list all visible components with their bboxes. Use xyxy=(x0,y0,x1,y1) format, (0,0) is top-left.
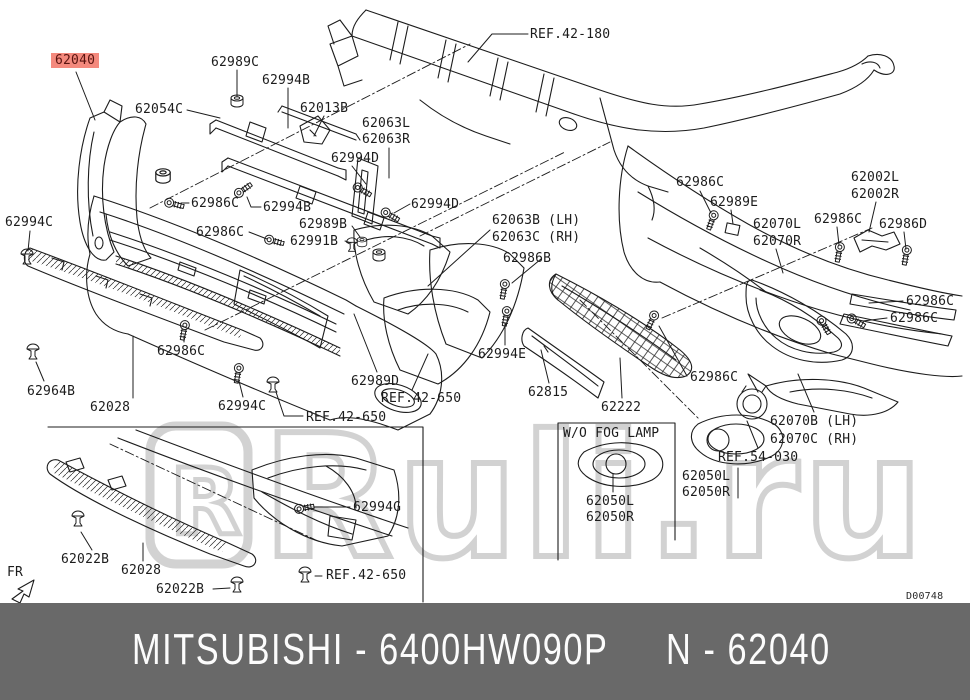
part-label: 62070R xyxy=(753,234,802,249)
part-label: 62986C xyxy=(906,294,955,309)
part-label: 62994G xyxy=(353,500,402,515)
fr-direction-arrow xyxy=(11,579,35,604)
part-label: 62994D xyxy=(411,197,460,212)
part-label: 62986C xyxy=(890,311,939,326)
footer-part-title: MITSUBISHI - 6400HW090P xyxy=(132,625,609,674)
footer-part-number: N - 62040 xyxy=(666,625,831,674)
part-label: 62994B xyxy=(263,200,312,215)
part-label: W/O FOG LAMP xyxy=(563,426,660,441)
part-label: 62986C xyxy=(157,344,206,359)
part-label: 62989E xyxy=(710,195,759,210)
leader-lines xyxy=(27,33,907,590)
part-label: 62991B xyxy=(290,234,339,249)
front-bumper-face xyxy=(86,195,443,431)
part-label: FR xyxy=(7,565,24,580)
part-label: 62964B xyxy=(27,384,76,399)
part-label: 62222 xyxy=(601,400,642,415)
right-bumper-corner xyxy=(618,145,963,420)
fog-bezel-with-lamp xyxy=(690,414,784,465)
part-label: 62994C xyxy=(5,215,54,230)
part-label: 62002L xyxy=(851,170,900,185)
wo-fog-lamp-box xyxy=(557,422,676,561)
part-label: 62986D xyxy=(879,217,928,232)
part-label: 62022B xyxy=(61,552,110,567)
part-label: 62986C xyxy=(676,175,725,190)
part-label: 62050L xyxy=(682,469,731,484)
fasteners xyxy=(20,94,913,593)
part-label: D00748 xyxy=(906,591,944,602)
part-label: 62994B xyxy=(262,73,311,88)
part-label: 62986C xyxy=(814,212,863,227)
part-label: REF.42-180 xyxy=(530,27,611,42)
part-label: 62986C xyxy=(196,225,245,240)
part-label: 62002R xyxy=(851,187,900,202)
part-label: 62063R xyxy=(362,132,411,147)
center-grille xyxy=(548,273,693,379)
part-label: 62994D xyxy=(331,151,380,166)
part-label: 62050R xyxy=(682,485,731,500)
part-label: 62815 xyxy=(528,385,569,400)
radiator-support xyxy=(327,9,895,221)
watermark-logo: R Ruli.ru xyxy=(145,396,928,600)
part-label: 62028 xyxy=(90,400,131,415)
part-label: 62063B (LH) xyxy=(492,213,581,228)
part-label: REF.42-650 xyxy=(306,410,387,425)
license-plate-holder xyxy=(521,327,605,399)
part-label: 62994E xyxy=(478,347,527,362)
part-label: 62013B xyxy=(300,101,349,116)
part-label: 62989D xyxy=(351,374,400,389)
part-label: 62050L xyxy=(586,494,635,509)
part-label: REF.54-030 xyxy=(718,450,799,465)
air-dam-strip xyxy=(23,247,264,351)
part-label: 62028 xyxy=(121,563,162,578)
part-label: 62063C (RH) xyxy=(492,230,581,245)
part-label: 62050R xyxy=(586,510,635,525)
part-label: REF.42-650 xyxy=(326,568,407,583)
part-label: 62070C (RH) xyxy=(770,432,859,447)
part-label-highlighted: 62040 xyxy=(51,53,100,68)
side-bracket-62040 xyxy=(77,99,152,267)
part-label: 62989C xyxy=(211,55,260,70)
footer-bar: MITSUBISHI - 6400HW090P N - 62040 xyxy=(0,603,970,700)
part-label: 62063L xyxy=(362,116,411,131)
part-label: 62986C xyxy=(690,370,739,385)
part-label: 62986C xyxy=(191,196,240,211)
watermark-text: Ruli.ru xyxy=(262,399,928,597)
part-label: REF.42-650 xyxy=(381,391,462,406)
lower-view-box xyxy=(46,426,424,603)
side-shields xyxy=(353,224,525,385)
part-label: 62070B (LH) xyxy=(770,414,859,429)
part-label: 62986B xyxy=(503,251,552,266)
part-label: 62022B xyxy=(156,582,205,597)
part-label: 62054C xyxy=(135,102,184,117)
part-label: 62989B xyxy=(299,217,348,232)
part-label: 62994C xyxy=(218,399,267,414)
part-label: 62070L xyxy=(753,217,802,232)
